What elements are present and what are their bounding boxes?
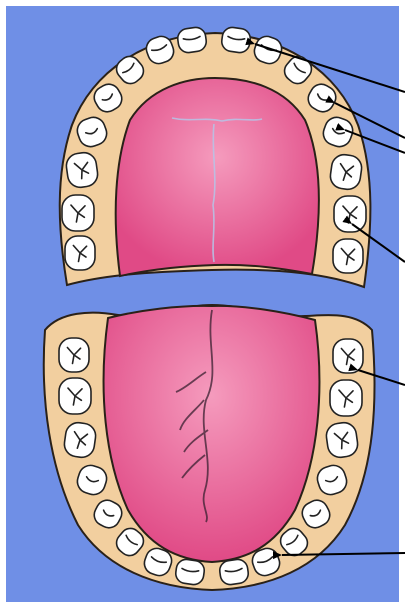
lower-tooth-2: [59, 378, 91, 414]
lower-tooth-9: [218, 558, 249, 586]
upper-tooth-15: [334, 196, 366, 232]
upper-tooth-9: [220, 26, 251, 54]
upper-tooth-3: [65, 151, 99, 189]
lower-tooth-8: [174, 558, 205, 586]
upper-tooth-2: [62, 195, 94, 231]
lower-tooth-16: [333, 339, 363, 373]
palate: [116, 78, 319, 276]
lower-tooth-15: [330, 380, 362, 416]
upper-tooth-1: [65, 236, 95, 270]
upper-tooth-8: [176, 26, 207, 54]
lower-tooth-1: [59, 338, 89, 372]
lower-tooth-14: [325, 421, 359, 459]
lower-tooth-3: [63, 421, 97, 459]
upper-tooth-14: [329, 153, 363, 191]
upper-tooth-16: [333, 239, 363, 273]
